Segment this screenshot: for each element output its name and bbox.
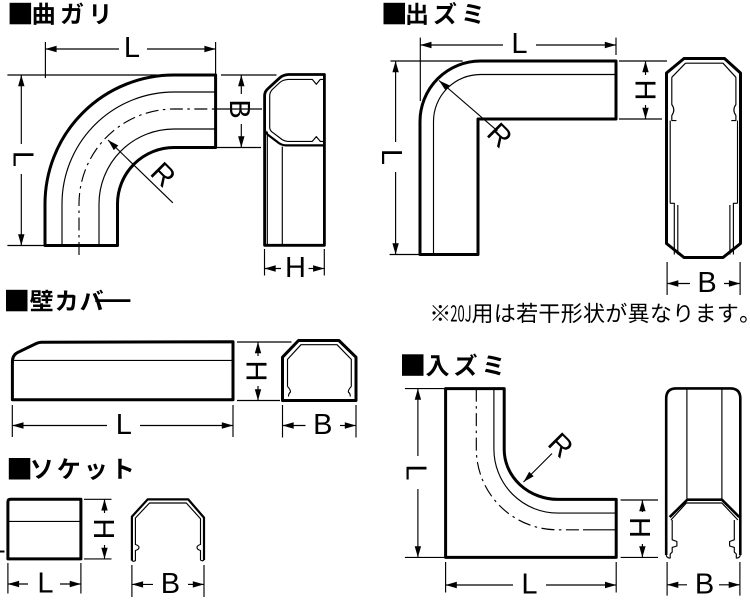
- svg-text:L: L: [6, 151, 38, 167]
- svg-text:L: L: [399, 464, 431, 480]
- svg-text:H: H: [623, 517, 655, 538]
- svg-text:L: L: [521, 569, 537, 598]
- svg-text:L: L: [116, 409, 132, 441]
- svg-text:B: B: [161, 568, 180, 598]
- svg-text:H: H: [87, 518, 119, 539]
- svg-text:H: H: [239, 361, 271, 382]
- svg-text:H: H: [285, 252, 306, 284]
- svg-text:H: H: [629, 80, 661, 101]
- svg-text:B: B: [697, 267, 716, 299]
- svg-text:B: B: [223, 99, 255, 118]
- svg-text:L: L: [124, 32, 140, 64]
- svg-text:L: L: [375, 149, 407, 165]
- svg-text:L: L: [511, 28, 527, 60]
- svg-text:B: B: [695, 569, 714, 599]
- svg-text:L: L: [37, 568, 53, 598]
- svg-text:B: B: [313, 409, 332, 441]
